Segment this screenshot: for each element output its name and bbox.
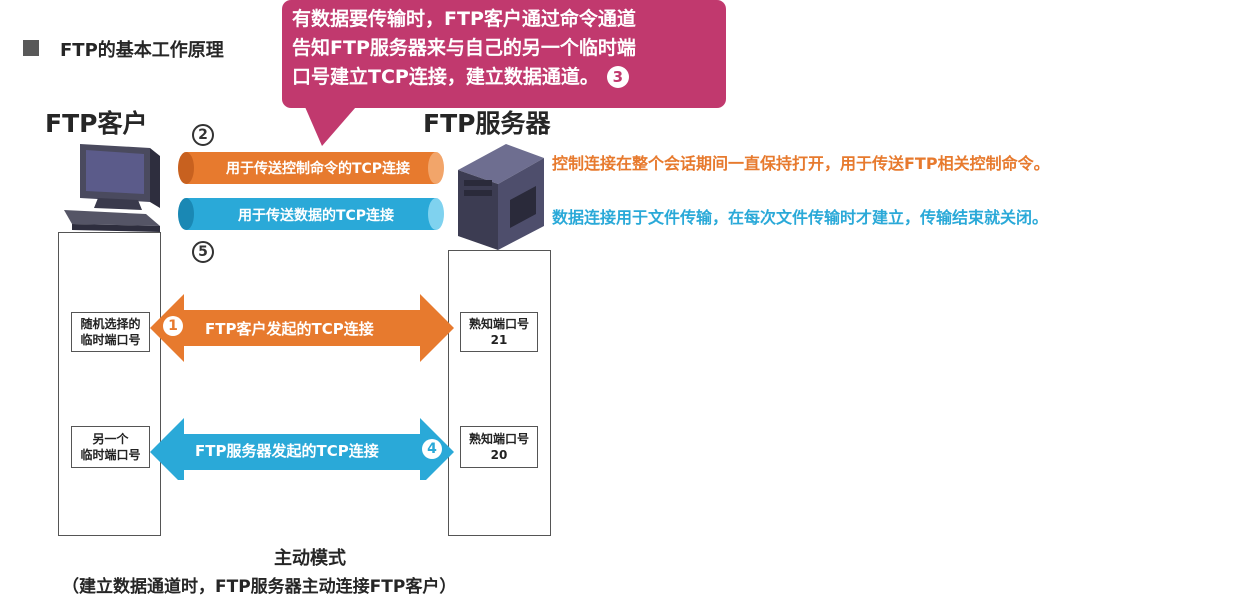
step-4-badge: 4 [422,439,442,459]
data-pipe-label: 用于传送数据的TCP连接 [237,208,395,224]
server-tower-icon [458,144,544,250]
callout-line: 告知FTP服务器来与自己的另一个临时端 [292,37,636,59]
mode-title: 主动模式 [274,548,346,569]
callout-tail [302,100,362,146]
client-initiated-arrow [150,294,454,362]
client-initiated-arrow-label: FTP客户发起的TCP连接 [205,320,374,338]
server-initiated-arrow [150,418,454,480]
callout-line: 有数据要传输时，FTP客户通过命令通道 [292,8,636,30]
port-text: 21 [490,333,508,347]
port-text: 临时端口号 [80,448,141,462]
control-pipe-label: 用于传送控制命令的TCP连接 [225,161,411,177]
control-connection-note: 控制连接在整个会话期间一直保持打开，用于传送FTP相关控制命令。 [552,154,1050,173]
client-port-box-random: 随机选择的 临时端口号 [71,312,150,352]
page-title: FTP的基本工作原理 [60,40,224,61]
server-title: FTP服务器 [423,109,551,138]
server-port-box-20: 熟知端口号 20 [460,426,538,468]
data-pipe [178,198,444,230]
mode-description: （建立数据通道时，FTP服务器主动连接FTP客户） [62,577,457,597]
port-text: 随机选择的 [80,317,141,331]
port-text: 临时端口号 [80,333,141,347]
client-lifeline [58,232,161,536]
client-computer-icon [64,144,160,232]
callout-text: 有数据要传输时，FTP客户通过命令通道 告知FTP服务器来与自己的另一个临时端 … [292,5,722,92]
callout-line: 口号建立TCP连接，建立数据通道。 3 [292,63,722,92]
heading-bullet-icon [23,40,39,56]
control-pipe [178,152,444,184]
step-5-badge: 5 [192,241,214,263]
port-text: 20 [490,448,508,462]
connection-arrows [150,294,454,480]
port-text: 另一个 [92,432,129,446]
server-port-box-21: 熟知端口号 21 [460,312,538,352]
callout-box [282,0,726,108]
server-lifeline [448,250,551,536]
step-3-badge: 3 [606,66,629,88]
port-text: 熟知端口号 [468,317,529,331]
server-initiated-arrow-label: FTP服务器发起的TCP连接 [195,442,379,460]
client-port-box-another: 另一个 临时端口号 [71,426,150,468]
callout-line-text: 口号建立TCP连接，建立数据通道。 [292,66,599,88]
port-text: 熟知端口号 [468,432,529,446]
step-1-badge: 1 [163,316,183,336]
data-connection-note: 数据连接用于文件传输，在每次文件传输时才建立，传输结束就关闭。 [552,208,1049,227]
client-title: FTP客户 [45,109,148,138]
step-2-badge: 2 [192,124,214,146]
connection-pipes [178,152,444,230]
